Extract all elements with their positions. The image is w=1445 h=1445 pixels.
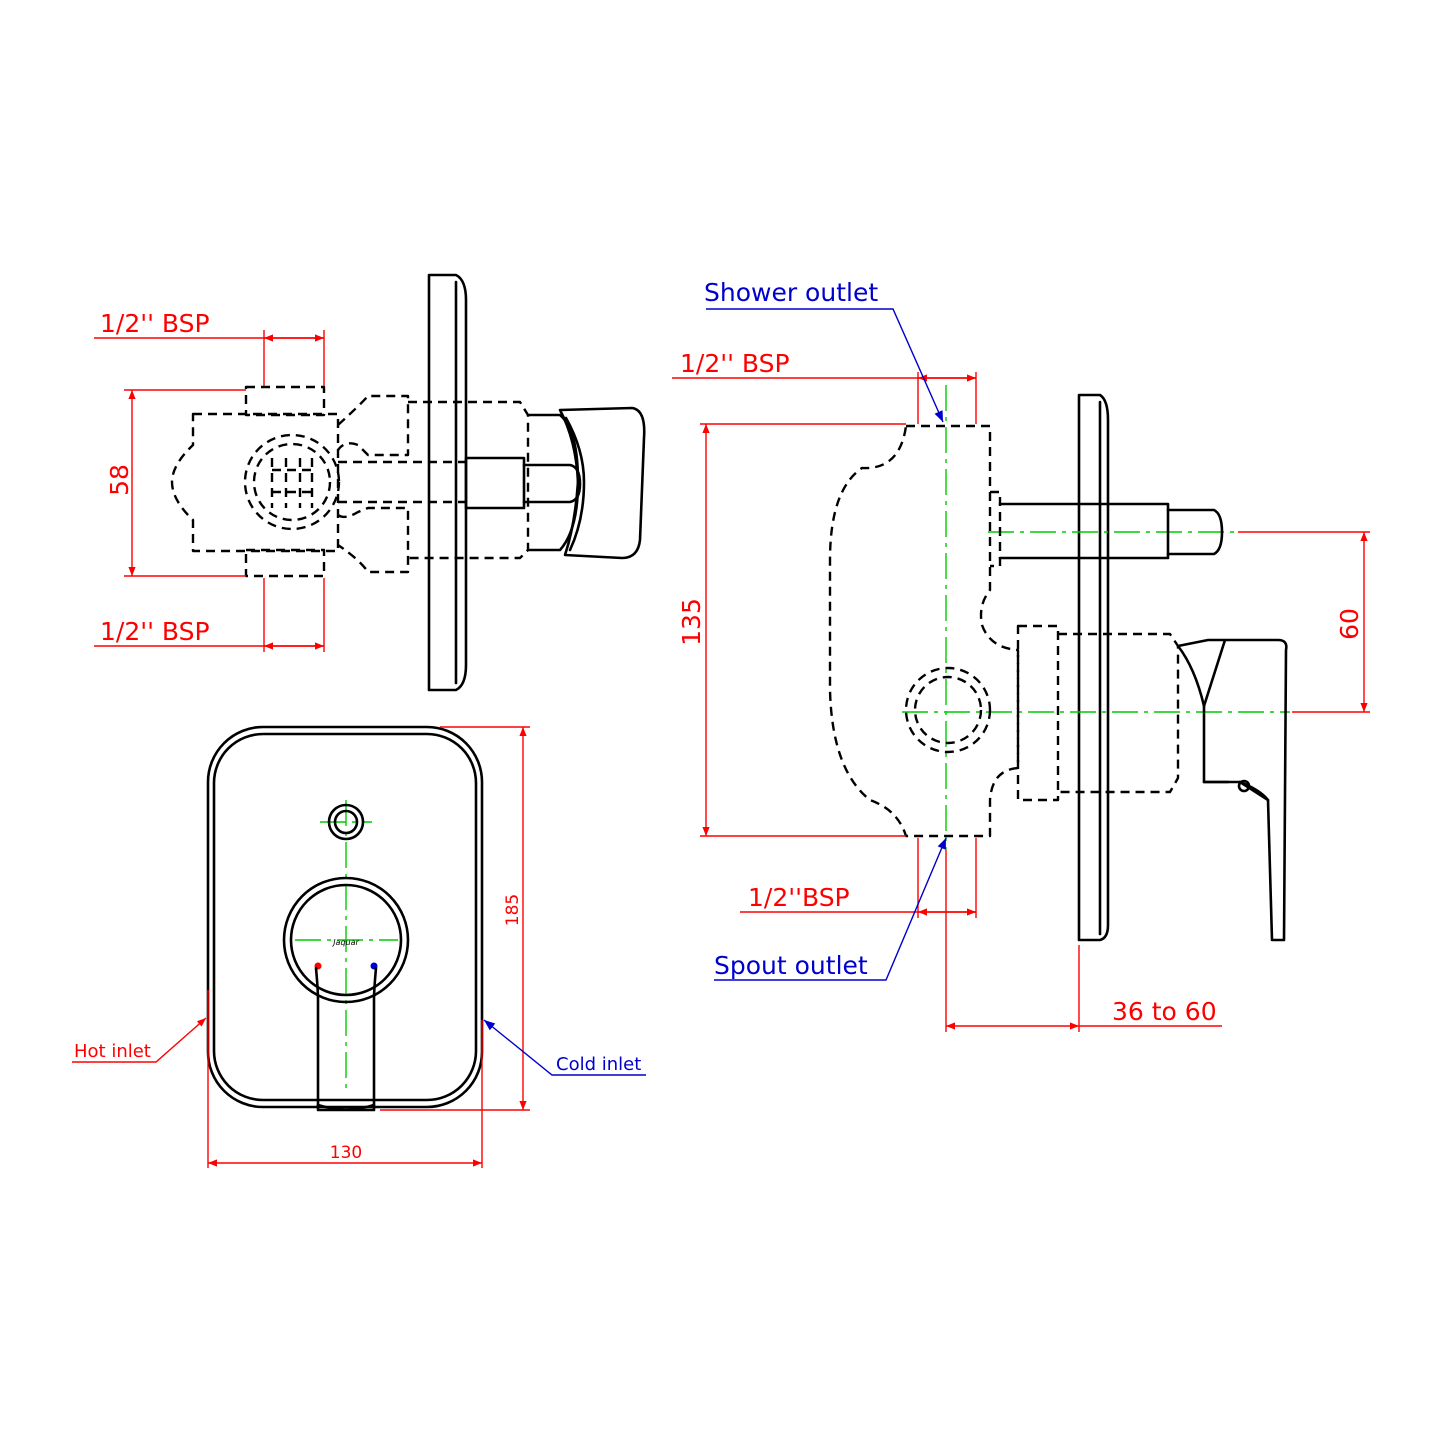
section-diverter-spindle	[998, 502, 1170, 560]
section-cartridge-nut	[1016, 624, 1060, 802]
section-bottom-thread-label: 1/2''BSP	[748, 883, 850, 912]
side-outlet-circle-outer	[243, 433, 341, 531]
section-cover-plate	[1077, 393, 1110, 942]
section-diverter-knob	[1166, 508, 1224, 556]
section-spout-outlet-leader	[714, 837, 947, 981]
section-diverter-seat	[990, 490, 1002, 568]
front-lever-boss-outer	[282, 876, 410, 1004]
front-height-dim-label: 185	[503, 894, 523, 926]
section-shower-outlet-label: Shower outlet	[704, 278, 878, 307]
side-top-inlet-port	[244, 385, 326, 417]
front-view: Jaquar 130 185 Hot inlet Cold inlet	[72, 725, 646, 1168]
side-lever-handle	[558, 406, 646, 560]
side-height-dim-label: 58	[105, 464, 134, 496]
section-outlet-circle-inner	[913, 675, 983, 745]
section-outlet-circle-outer	[904, 666, 992, 754]
section-view: 135 1/2'' BSP 1/2''BSP 60 36 to 60 Showe…	[672, 278, 1370, 1032]
front-width-dim-label: 130	[330, 1143, 362, 1163]
front-lever-boss-inner	[289, 883, 403, 997]
side-bottom-thread-label: 1/2'' BSP	[100, 617, 210, 646]
side-outlet-hex	[270, 458, 314, 508]
section-cartridge-body	[1058, 632, 1180, 794]
side-cover-plate	[427, 273, 468, 692]
section-lever-neck	[1176, 644, 1206, 708]
section-shower-outlet-leader	[706, 308, 944, 423]
front-cover-plate	[206, 725, 484, 1109]
side-view: 1/2'' BSP 1/2'' BSP 58	[94, 273, 646, 692]
section-spout-outlet-label: Spout outlet	[714, 951, 868, 980]
section-lever-handle	[1176, 638, 1288, 942]
side-top-thread-label: 1/2'' BSP	[100, 309, 210, 338]
section-top-thread-label: 1/2'' BSP	[680, 349, 790, 378]
section-valve-body	[828, 424, 1020, 838]
side-upper-cartridge	[337, 394, 410, 457]
side-spindle-tip	[522, 463, 582, 504]
side-spindle	[464, 456, 526, 510]
side-bottom-inlet-port	[244, 548, 326, 578]
side-lower-cartridge	[337, 506, 410, 574]
side-stem-shaft	[338, 460, 465, 504]
front-cold-inlet-label: Cold inlet	[556, 1054, 641, 1075]
section-spindle-offset-dim-label: 60	[1335, 608, 1364, 640]
section-lever-underside	[1202, 780, 1270, 802]
section-lever-screw	[1237, 779, 1251, 793]
front-hot-inlet-leader	[72, 1017, 207, 1063]
front-lever-tip	[316, 1103, 376, 1111]
front-diverter-knob-inner	[333, 809, 359, 835]
front-diverter-knob	[327, 803, 365, 841]
front-cover-plate-inner	[212, 732, 478, 1102]
side-lever-inner-edge	[564, 416, 586, 552]
front-hot-inlet-label: Hot inlet	[74, 1041, 151, 1062]
side-valve-body	[170, 412, 340, 553]
side-outlet-circle-inner	[252, 442, 332, 522]
front-cold-inlet-leader	[483, 1019, 646, 1076]
front-brand-mark: Jaquar	[331, 938, 359, 947]
side-stem-housing	[408, 400, 530, 560]
section-body-height-dim-label: 135	[677, 598, 706, 646]
section-wall-depth-dim-label: 36 to 60	[1112, 997, 1217, 1026]
